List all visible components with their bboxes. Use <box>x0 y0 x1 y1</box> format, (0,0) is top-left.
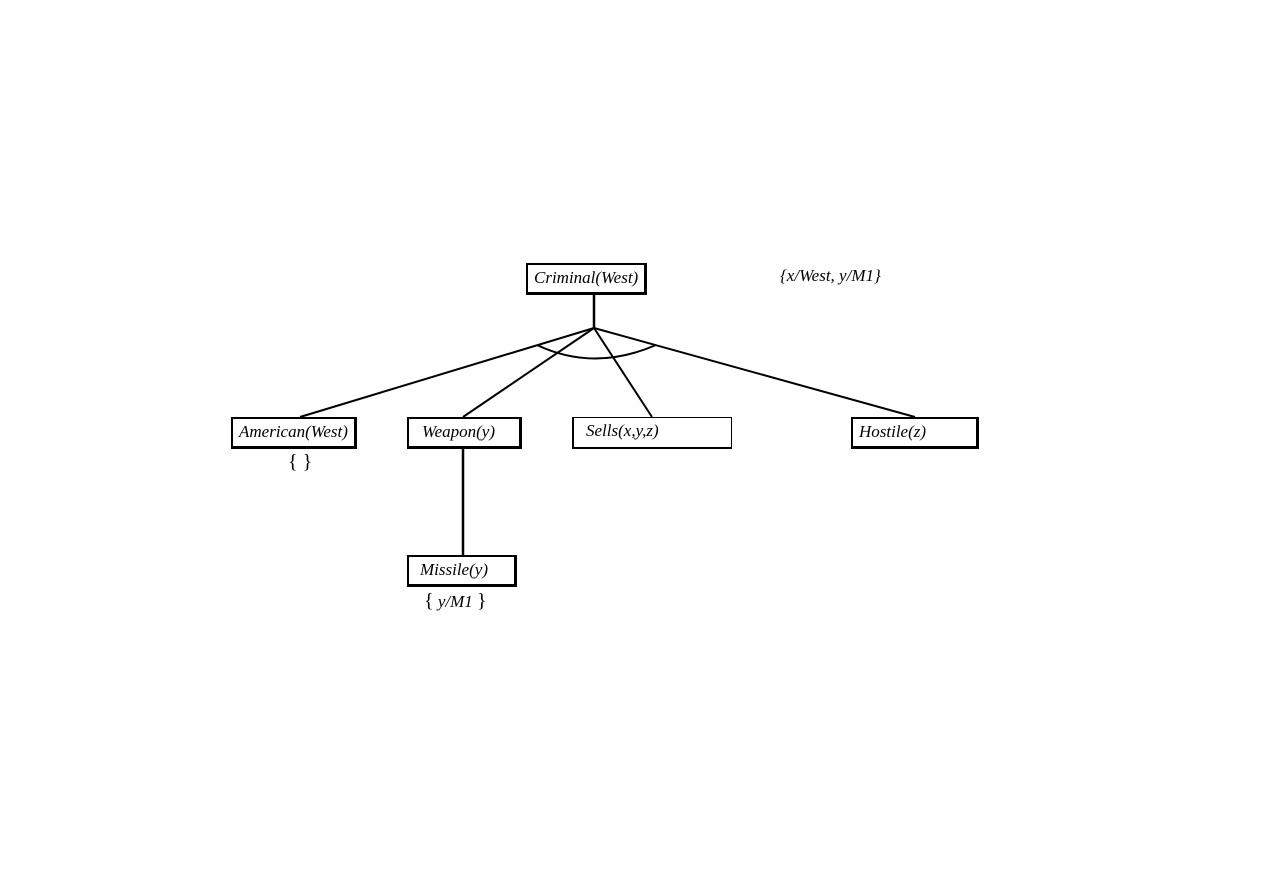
node-weapon-y: Weapon(y) <box>407 417 522 449</box>
brace-open: { <box>424 590 434 612</box>
substitution-root: {x/West, y/M1} <box>780 266 881 285</box>
and-arc <box>536 344 657 360</box>
node-missile-y: Missile(y) <box>407 555 517 587</box>
edge-root-american <box>299 327 595 418</box>
node-hostile-z: Hostile(z) <box>851 417 979 449</box>
substitution-missile: { y/M1 } <box>424 590 487 613</box>
edge-root-hostile <box>593 327 916 418</box>
substitution-american: { } <box>288 451 313 473</box>
brace-close: } <box>477 590 487 612</box>
substitution-missile-body: y/M1 <box>437 592 473 611</box>
node-criminal-west: Criminal(West) <box>526 263 648 295</box>
edge-root-sells <box>593 327 653 418</box>
node-american-west: American(West) <box>231 417 357 449</box>
node-sells-xyz: Sells(x,y,z) <box>572 417 732 449</box>
edge-root-weapon <box>462 327 595 418</box>
